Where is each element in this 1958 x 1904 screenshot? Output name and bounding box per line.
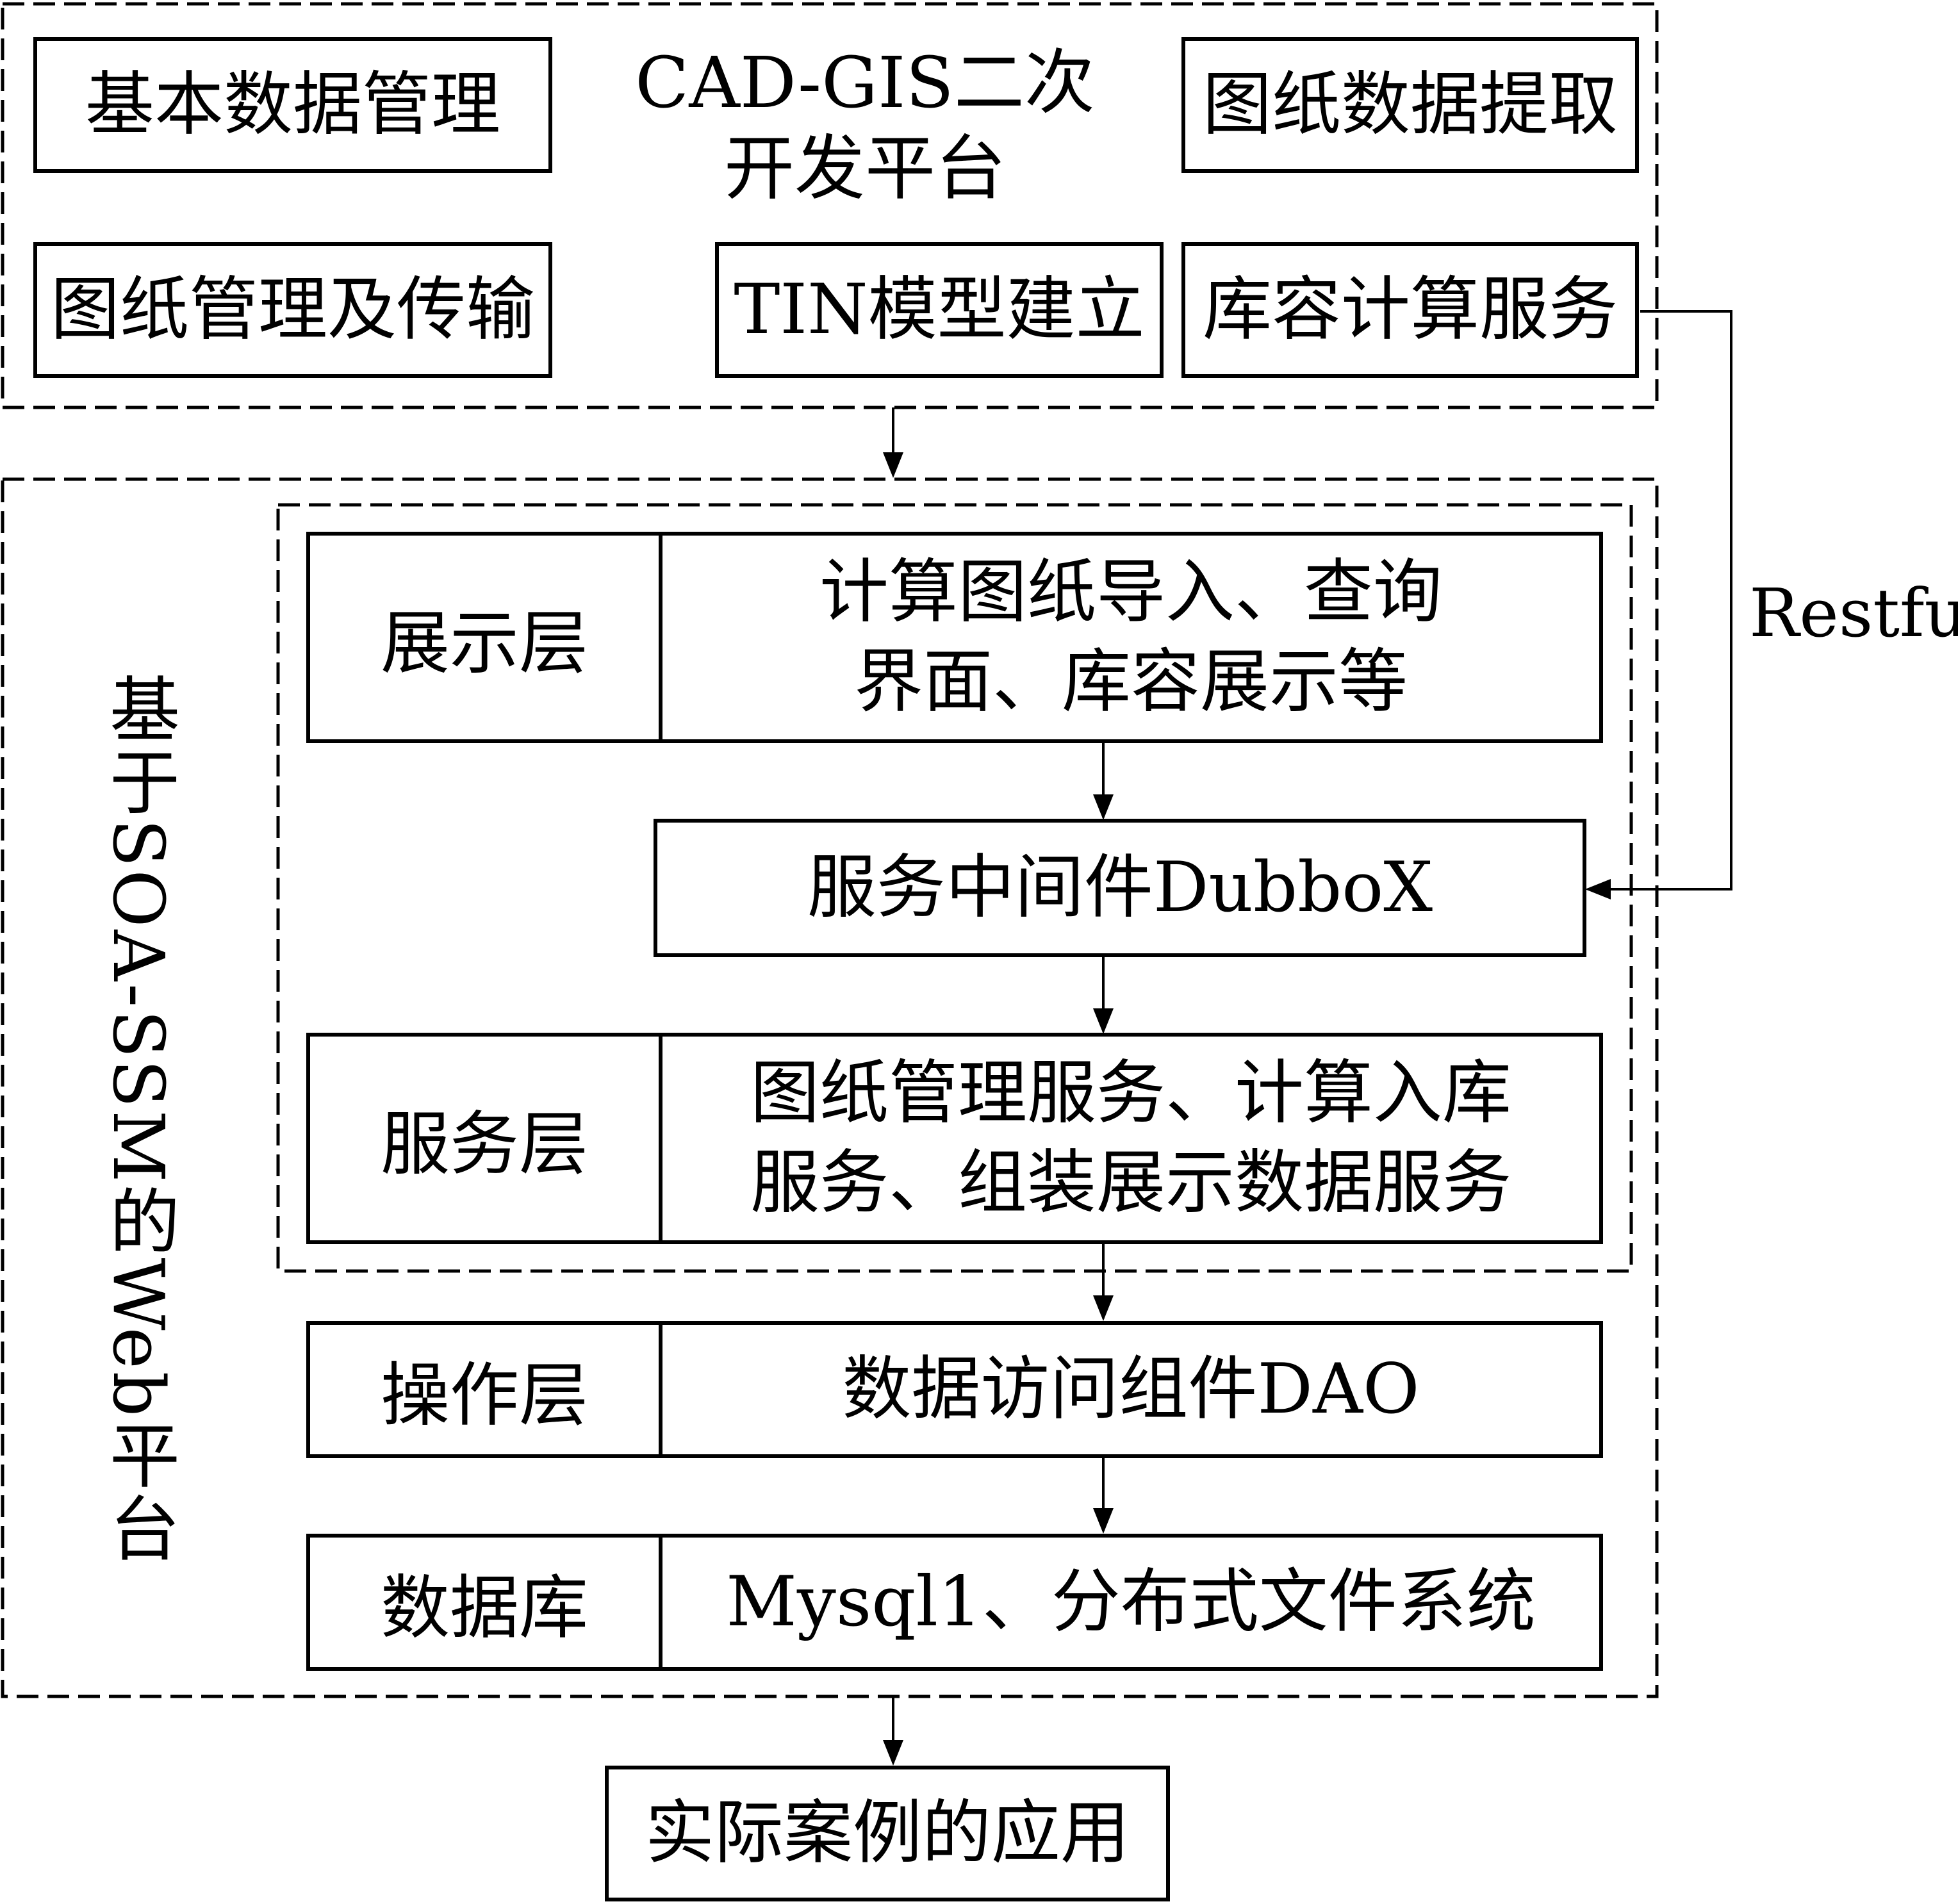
- presentation-layer-content: 计算图纸导入、查询 界面、库容展示等: [662, 536, 1599, 739]
- operation-layer-content: 数据访问组件DAO: [842, 1349, 1420, 1429]
- capacity-calculation-service-box: 库容计算服务: [1181, 242, 1639, 378]
- web-platform-frame: [1, 477, 1659, 1698]
- presentation-layer-box: 展示层 计算图纸导入、查询 界面、库容展示等: [306, 532, 1603, 743]
- operation-layer-box: 操作层 数据访问组件DAO: [306, 1321, 1603, 1458]
- drawing-data-extraction-box: 图纸数据提取: [1181, 37, 1639, 173]
- application-label: 实际案例的应用: [645, 1793, 1130, 1874]
- basic-data-management-label: 基本数据管理: [85, 65, 500, 145]
- drawing-data-extraction-label: 图纸数据提取: [1202, 65, 1618, 145]
- drawing-management-transfer-label: 图纸管理及传输: [50, 270, 535, 350]
- restful-connector: [1585, 310, 1732, 899]
- service-layer-box: 服务层 图纸管理服务、计算入库 服务、组装展示数据服务: [306, 1033, 1603, 1244]
- tin-model-box: TIN模型建立: [715, 242, 1164, 378]
- cad-platform-frame: [1, 2, 1659, 409]
- cad-platform-title-line1: CAD-GIS二次: [635, 42, 1095, 124]
- presentation-layer-label: 展示层: [310, 536, 662, 739]
- presentation-layer-line2: 界面、库容展示等: [853, 642, 1408, 722]
- database-layer-content: Mysql1、分布式文件系统: [726, 1561, 1536, 1642]
- basic-data-management-box: 基本数据管理: [33, 37, 552, 173]
- restful-label: Restful: [1749, 574, 1958, 652]
- service-layer-label: 服务层: [310, 1037, 662, 1240]
- service-layer-line2: 服务、组装展示数据服务: [750, 1143, 1511, 1223]
- capacity-calculation-service-label: 库容计算服务: [1202, 270, 1618, 350]
- service-layer-line1: 图纸管理服务、计算入库: [750, 1053, 1511, 1133]
- middleware-box: 服务中间件DubboX: [654, 819, 1586, 957]
- middleware-label: 服务中间件DubboX: [807, 848, 1433, 928]
- drawing-management-transfer-box: 图纸管理及传输: [33, 242, 552, 378]
- cad-platform-title: CAD-GIS二次 开发平台: [615, 40, 1115, 211]
- tin-model-label: TIN模型建立: [734, 270, 1145, 350]
- database-layer-label: 数据库: [310, 1538, 662, 1667]
- cad-platform-title-line2: 开发平台: [724, 127, 1006, 210]
- application-box: 实际案例的应用: [605, 1766, 1170, 1901]
- operation-layer-label: 操作层: [310, 1325, 662, 1454]
- service-layer-content: 图纸管理服务、计算入库 服务、组装展示数据服务: [662, 1037, 1599, 1240]
- web-platform-title: 基于SOA-SSM的Web平台: [97, 673, 179, 1566]
- database-layer-box: 数据库 Mysql1、分布式文件系统: [306, 1534, 1603, 1671]
- presentation-layer-line1: 计算图纸导入、查询: [819, 552, 1442, 632]
